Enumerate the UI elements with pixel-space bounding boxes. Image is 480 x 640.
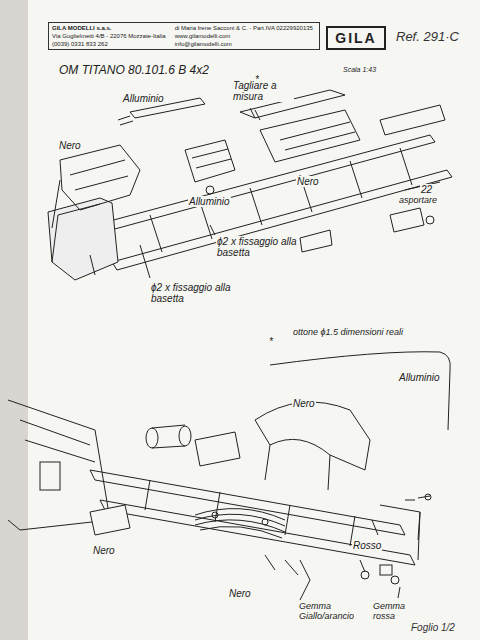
header-text: Via Guglielmetti 4/B - 22076 Mozzate-Ita… <box>52 33 169 39</box>
color-note: Rosso <box>352 540 382 551</box>
scale-note: Scala 1:43 <box>342 66 377 74</box>
material-note: Nero <box>292 398 316 409</box>
chassis-bottom <box>8 352 450 600</box>
ref-number: Ref. 291·C <box>395 30 460 44</box>
material-note: Nero <box>296 176 320 187</box>
asterisk: * <box>268 336 274 347</box>
header-text: GILA MODELLI s.a.s. <box>52 25 169 31</box>
gem-note: Gemma Giallo/arancio <box>298 602 360 622</box>
fixing-note: ϕ2 x fissaggio alla basetta <box>216 236 298 258</box>
material-note: Alluminio <box>398 372 441 383</box>
gem-note: Gemma rossa <box>372 602 419 622</box>
tube-note: ottone ϕ1.5 dimensioni reali <box>292 328 424 338</box>
material-note: Nero <box>92 545 116 556</box>
header-text: (0039) 0331 833 262 <box>52 41 169 47</box>
chassis-top <box>48 90 452 280</box>
header-text: www.gilamodelli.com <box>175 33 316 39</box>
cut-note: Tagliare a misura <box>232 80 294 102</box>
note: asportare <box>398 196 438 206</box>
header-text: di Maria Irene Sacconi & C. - Part.IVA 0… <box>175 25 316 31</box>
header-box: GILA MODELLI s.a.s. di Maria Irene Saccon… <box>48 22 320 50</box>
fixing-note: ϕ2 x fissaggio alla basetta <box>150 282 232 304</box>
logo-box: GILA <box>326 26 386 50</box>
logo-text: GILA <box>331 30 381 46</box>
sheet-number: Foglio 1/2 <box>410 622 456 633</box>
material-note: Nero <box>58 140 82 151</box>
header-text: info@gilamodelli.com <box>175 41 316 47</box>
material-note: Nero <box>228 588 252 599</box>
title: OM TITANO 80.101.6 B 4x2 <box>58 64 210 77</box>
material-note: Alluminio <box>188 196 231 207</box>
dimension: 22 <box>420 184 433 195</box>
material-note: Alluminio <box>122 93 165 104</box>
